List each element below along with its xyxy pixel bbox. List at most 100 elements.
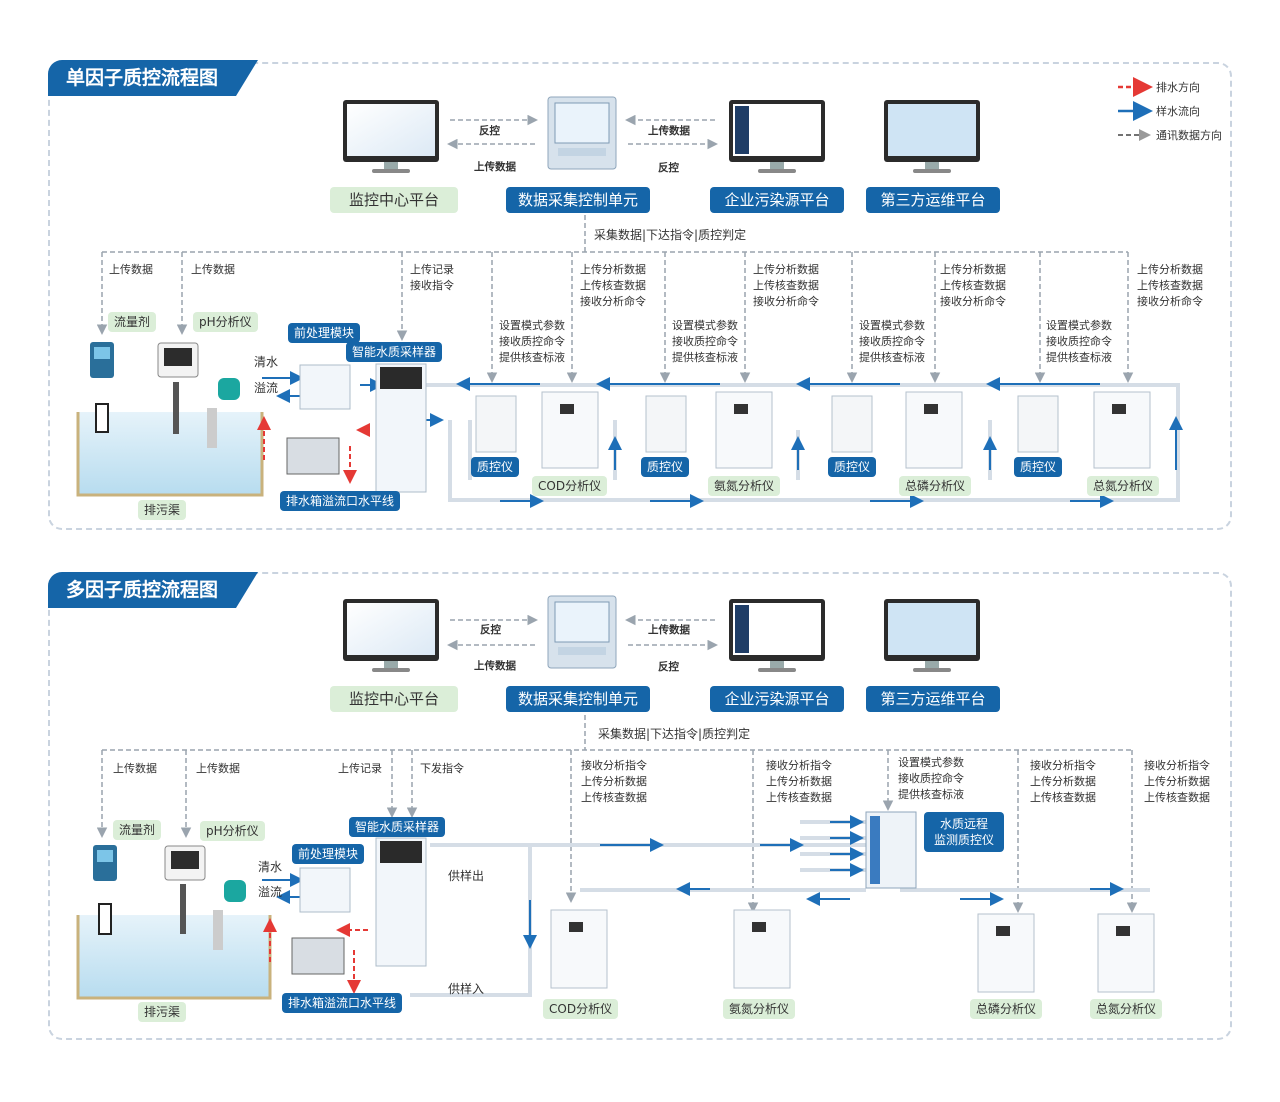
single-factor-title: 单因子质控流程图 <box>48 60 258 96</box>
qc4-label: 质控仪 <box>1014 457 1063 477</box>
ph-upload-top: 上传数据 <box>191 263 235 276</box>
nh3-analyzer-bottom <box>733 909 791 989</box>
nh3-label-bottom: 氨氮分析仪 <box>723 999 796 1019</box>
bus-label-top: 采集数据|下达指令|质控判定 <box>594 228 747 242</box>
monitor-center-label-b: 监控中心平台 <box>330 686 458 712</box>
enterprise-label-b: 企业污染源平台 <box>710 686 844 712</box>
tn-label-bottom: 总氮分析仪 <box>1090 999 1163 1019</box>
remote-qc-label: 水质远程 监测质控仪 <box>924 812 1004 852</box>
dau-label-b: 数据采集控制单元 <box>506 686 650 712</box>
record-note-bottom: 上传记录 <box>338 762 382 775</box>
upload-left-top: 上传数据 <box>474 161 516 173</box>
qc4-note: 设置模式参数 接收质控命令 提供核查标液 <box>1046 319 1112 364</box>
legend-drain: 排水方向 <box>1156 81 1200 94</box>
cod-note-top: 上传分析数据 上传核查数据 接收分析命令 <box>580 263 646 308</box>
flow-upload-bottom: 上传数据 <box>113 762 157 775</box>
drainbox-top <box>286 437 340 475</box>
pump-bottom <box>224 880 246 902</box>
nh3-note-bottom: 接收分析指令 上传分析数据 上传核查数据 <box>766 759 832 804</box>
fankong-left-top: 反控 <box>479 125 500 137</box>
third-party-label: 第三方运维平台 <box>866 187 1000 213</box>
nh3-analyzer-top <box>715 391 773 469</box>
flow-meter-label-bottom: 流量剂 <box>113 820 162 840</box>
remote-qc-cabinet <box>865 811 917 889</box>
ph-label-bottom: pH分析仪 <box>200 821 265 841</box>
ditch-label-bottom: 排污渠 <box>138 1002 187 1022</box>
ditch-label-top: 排污渠 <box>138 500 187 520</box>
overflow-bottom: 溢流 <box>258 885 283 899</box>
tp-label-top: 总磷分析仪 <box>899 476 972 496</box>
dau-label: 数据采集控制单元 <box>506 187 650 213</box>
sampler-label-bottom: 智能水质采样器 <box>349 817 446 837</box>
third-party-screen <box>884 100 980 173</box>
sampler-note-top: 上传记录 接收指令 <box>410 263 454 292</box>
ph-meter-top <box>157 342 199 434</box>
ph-meter-bottom <box>164 845 206 934</box>
clear-water-bottom: 清水 <box>258 860 283 874</box>
qc1-label: 质控仪 <box>471 457 520 477</box>
pretreat-label-top: 前处理模块 <box>288 323 361 343</box>
multi-factor-panel <box>48 572 1232 1040</box>
enterprise-screen <box>729 100 825 173</box>
pretreat-top <box>299 364 351 410</box>
enterprise-screen-b <box>729 599 825 672</box>
dau-cabinet-b <box>547 595 617 669</box>
dau-cabinet <box>547 96 617 170</box>
monitor-center-screen <box>343 100 439 173</box>
qc3-note: 设置模式参数 接收质控命令 提供核查标液 <box>859 319 925 364</box>
bus-label-bottom: 采集数据|下达指令|质控判定 <box>598 727 751 741</box>
drainbox-label-bottom: 排水箱溢流口水平线 <box>282 993 403 1013</box>
sampling-pipe-bottom <box>213 910 223 950</box>
monitor-center-screen-b <box>343 599 439 672</box>
cod-analyzer-top <box>541 391 599 469</box>
flow-meter-bottom <box>93 845 117 935</box>
multi-factor-title: 多因子质控流程图 <box>48 572 258 608</box>
tp-note-top: 上传分析数据 上传核查数据 接收分析命令 <box>940 263 1006 308</box>
pretreat-label-bottom: 前处理模块 <box>292 844 365 864</box>
fankong-right-top: 反控 <box>658 162 679 174</box>
tn-note-bottom: 接收分析指令 上传分析数据 上传核查数据 <box>1144 759 1210 804</box>
tn-analyzer-top <box>1093 391 1151 469</box>
upload-right-bottom: 上传数据 <box>648 624 690 636</box>
tp-label-bottom: 总磷分析仪 <box>970 999 1043 1019</box>
sampler-bottom <box>375 837 427 967</box>
single-factor-panel <box>48 62 1232 530</box>
nh3-label-top: 氨氮分析仪 <box>708 476 781 496</box>
tp-analyzer-bottom <box>977 913 1035 993</box>
supply-in: 供样入 <box>448 982 485 996</box>
qc-unit-1 <box>475 395 517 453</box>
pretreat-bottom <box>299 867 351 913</box>
upload-right-top: 上传数据 <box>648 125 690 137</box>
cod-note-bottom: 接收分析指令 上传分析数据 上传核查数据 <box>581 759 647 804</box>
drainbox-bottom <box>291 937 345 975</box>
drainbox-label-top: 排水箱溢流口水平线 <box>280 491 401 511</box>
clear-water-top: 清水 <box>254 355 279 369</box>
legend-sample: 样水流向 <box>1156 105 1200 118</box>
fankong-left-bottom: 反控 <box>480 624 501 636</box>
third-party-screen-b <box>884 599 980 672</box>
qc3-label: 质控仪 <box>828 457 877 477</box>
cmd-note-bottom: 下发指令 <box>420 762 464 775</box>
tp-note-bottom: 接收分析指令 上传分析数据 上传核查数据 <box>1030 759 1096 804</box>
cod-label-bottom: COD分析仪 <box>543 999 619 1019</box>
fankong-right-bottom: 反控 <box>658 661 679 673</box>
legend-comm: 通讯数据方向 <box>1156 129 1222 142</box>
tn-label-top: 总氮分析仪 <box>1087 476 1160 496</box>
ph-upload-bottom: 上传数据 <box>196 762 240 775</box>
qc-unit-2 <box>645 395 687 453</box>
tp-analyzer-top <box>905 391 963 469</box>
qc1-note: 设置模式参数 接收质控命令 提供核查标液 <box>499 319 565 364</box>
upload-left-bottom: 上传数据 <box>474 660 516 672</box>
tn-note-top: 上传分析数据 上传核查数据 接收分析命令 <box>1137 263 1203 308</box>
sampler-label-top: 智能水质采样器 <box>346 342 443 362</box>
qc-unit-3 <box>831 395 873 453</box>
monitor-center-label: 监控中心平台 <box>330 187 458 213</box>
qc-unit-4 <box>1017 395 1059 453</box>
ph-label-top: pH分析仪 <box>193 312 258 332</box>
pump-top <box>218 378 240 400</box>
third-party-label-b: 第三方运维平台 <box>866 686 1000 712</box>
sampling-pipe-top <box>207 408 217 448</box>
cod-analyzer-bottom <box>550 909 608 989</box>
